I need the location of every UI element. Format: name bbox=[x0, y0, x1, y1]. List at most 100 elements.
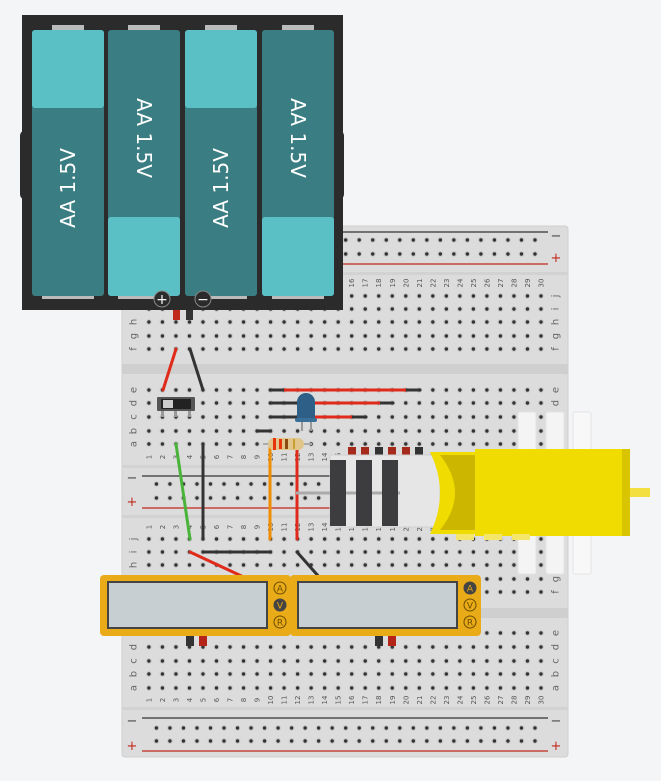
breadboard-hole[interactable] bbox=[145, 536, 152, 542]
breadboard-hole[interactable] bbox=[484, 644, 490, 650]
breadboard-hole[interactable] bbox=[213, 658, 220, 664]
breadboard-hole[interactable] bbox=[308, 536, 315, 542]
breadboard-hole[interactable] bbox=[497, 400, 504, 406]
breadboard-hole[interactable] bbox=[416, 644, 423, 650]
breadboard-hole[interactable] bbox=[511, 562, 517, 568]
breadboard-hole[interactable] bbox=[254, 319, 260, 325]
breadboard-hole[interactable] bbox=[470, 333, 477, 339]
breadboard-hole[interactable] bbox=[443, 400, 450, 406]
breadboard-hole[interactable] bbox=[484, 414, 490, 420]
breadboard-hole[interactable] bbox=[524, 306, 531, 312]
breadboard-hole[interactable] bbox=[200, 428, 206, 434]
rail-hole[interactable] bbox=[261, 481, 268, 487]
breadboard-hole[interactable] bbox=[254, 562, 260, 568]
rail-hole[interactable] bbox=[396, 738, 403, 744]
breadboard-hole[interactable] bbox=[321, 644, 328, 650]
rail-hole[interactable] bbox=[478, 725, 484, 731]
rail-hole[interactable] bbox=[356, 738, 363, 744]
breadboard-hole[interactable] bbox=[470, 319, 477, 325]
breadboard-hole[interactable] bbox=[416, 293, 423, 299]
breadboard-hole[interactable] bbox=[145, 414, 152, 420]
breadboard-hole[interactable] bbox=[227, 685, 233, 691]
breadboard-hole[interactable] bbox=[484, 400, 490, 406]
breadboard-hole[interactable] bbox=[389, 428, 396, 434]
breadboard-hole[interactable] bbox=[159, 441, 166, 447]
rail-hole[interactable] bbox=[505, 725, 511, 731]
breadboard-hole[interactable] bbox=[456, 387, 463, 393]
breadboard-hole[interactable] bbox=[375, 346, 382, 352]
breadboard-hole[interactable] bbox=[145, 658, 152, 664]
breadboard-hole[interactable] bbox=[456, 549, 463, 555]
breadboard-hole[interactable] bbox=[335, 644, 342, 650]
breadboard-hole[interactable] bbox=[456, 671, 463, 677]
breadboard-hole[interactable] bbox=[456, 346, 463, 352]
breadboard-hole[interactable] bbox=[524, 333, 531, 339]
breadboard-hole[interactable] bbox=[497, 414, 504, 420]
rail-hole[interactable] bbox=[275, 481, 282, 487]
breadboard-hole[interactable] bbox=[173, 671, 179, 677]
breadboard-hole[interactable] bbox=[213, 685, 220, 691]
breadboard-hole[interactable] bbox=[227, 671, 233, 677]
switch-knob[interactable] bbox=[163, 400, 173, 408]
breadboard-hole[interactable] bbox=[402, 441, 409, 447]
breadboard-hole[interactable] bbox=[375, 333, 382, 339]
breadboard-hole[interactable] bbox=[429, 671, 436, 677]
breadboard-hole[interactable] bbox=[429, 549, 436, 555]
breadboard-hole[interactable] bbox=[308, 319, 315, 325]
breadboard-hole[interactable] bbox=[348, 536, 355, 542]
breadboard-hole[interactable] bbox=[511, 630, 517, 636]
breadboard-hole[interactable] bbox=[294, 658, 301, 664]
breadboard-hole[interactable] bbox=[538, 671, 544, 677]
rail-hole[interactable] bbox=[315, 481, 322, 487]
breadboard-hole[interactable] bbox=[321, 685, 328, 691]
rail-hole[interactable] bbox=[518, 738, 525, 744]
breadboard-hole[interactable] bbox=[456, 441, 463, 447]
breadboard-hole[interactable] bbox=[375, 658, 382, 664]
breadboard-hole[interactable] bbox=[267, 685, 274, 691]
breadboard-hole[interactable] bbox=[308, 658, 315, 664]
breadboard-hole[interactable] bbox=[497, 387, 504, 393]
breadboard-hole[interactable] bbox=[497, 428, 504, 434]
breadboard-hole[interactable] bbox=[443, 549, 450, 555]
breadboard-hole[interactable] bbox=[524, 400, 531, 406]
breadboard-hole[interactable] bbox=[538, 441, 544, 447]
breadboard-hole[interactable] bbox=[429, 428, 436, 434]
breadboard-hole[interactable] bbox=[335, 562, 342, 568]
breadboard-hole[interactable] bbox=[484, 658, 490, 664]
breadboard-hole[interactable] bbox=[321, 536, 328, 542]
breadboard-hole[interactable] bbox=[227, 319, 233, 325]
breadboard-hole[interactable] bbox=[159, 644, 166, 650]
breadboard-hole[interactable] bbox=[335, 319, 342, 325]
breadboard-hole[interactable] bbox=[416, 346, 423, 352]
breadboard-hole[interactable] bbox=[254, 441, 260, 447]
breadboard-hole[interactable] bbox=[267, 333, 274, 339]
led[interactable] bbox=[295, 393, 317, 431]
breadboard-hole[interactable] bbox=[524, 644, 531, 650]
breadboard-hole[interactable] bbox=[362, 306, 369, 312]
rail-hole[interactable] bbox=[302, 481, 309, 487]
breadboard-hole[interactable] bbox=[145, 685, 152, 691]
breadboard-hole[interactable] bbox=[213, 644, 220, 650]
breadboard-hole[interactable] bbox=[335, 671, 342, 677]
breadboard-hole[interactable] bbox=[511, 400, 517, 406]
rail-hole[interactable] bbox=[261, 495, 268, 501]
breadboard-hole[interactable] bbox=[321, 549, 328, 555]
rail-hole[interactable] bbox=[234, 481, 241, 487]
breadboard-hole[interactable] bbox=[267, 346, 274, 352]
rail-hole[interactable] bbox=[505, 738, 511, 744]
rail-hole[interactable] bbox=[450, 237, 457, 243]
breadboard-hole[interactable] bbox=[429, 658, 436, 664]
breadboard-hole[interactable] bbox=[470, 428, 477, 434]
battery-minus-terminal[interactable]: − bbox=[194, 290, 212, 308]
breadboard-hole[interactable] bbox=[227, 562, 233, 568]
breadboard-hole[interactable] bbox=[240, 671, 247, 677]
breadboard-hole[interactable] bbox=[456, 414, 463, 420]
rail-hole[interactable] bbox=[221, 495, 227, 501]
breadboard-hole[interactable] bbox=[375, 428, 382, 434]
breadboard-hole[interactable] bbox=[497, 671, 504, 677]
breadboard-hole[interactable] bbox=[254, 671, 260, 677]
breadboard-hole[interactable] bbox=[389, 319, 396, 325]
breadboard-hole[interactable] bbox=[294, 346, 301, 352]
breadboard-hole[interactable] bbox=[375, 306, 382, 312]
rail-hole[interactable] bbox=[383, 738, 390, 744]
